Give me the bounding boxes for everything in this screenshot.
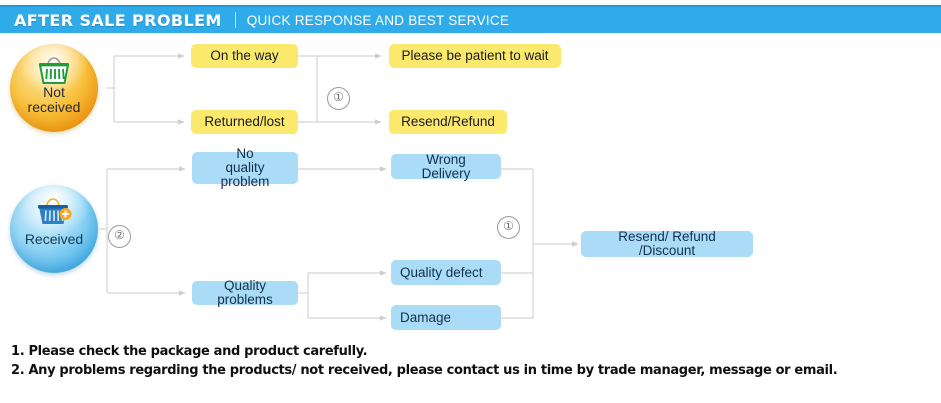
node-resend-refund-discount[interactable]: Resend/ Refund /Discount [581,230,753,258]
status-label-line1: Received [24,231,84,247]
footer-notes: 1. Please check the package and product … [11,342,931,380]
node-no-quality-problem-line1: No [236,146,254,161]
header-banner: AFTER SALE PROBLEM QUICK RESPONSE AND BE… [0,5,941,33]
node-damage[interactable]: Damage [391,305,501,330]
flow-diagram: Not received Received [0,33,941,338]
status-circle-received: Received [10,185,98,273]
status-circle-label: Received [25,232,83,273]
page-title: AFTER SALE PROBLEM [14,10,222,30]
connector-layer [100,53,579,321]
step-marker-one-top: ① [327,87,350,110]
node-resend-refund[interactable]: Resend/Refund [389,110,507,134]
node-please-be-patient-to-wait[interactable]: Please be patient to wait [389,44,561,68]
status-circle-label: Not received [28,85,81,132]
node-no-quality-problem-line2: quality problem [220,160,270,189]
step-marker-two-received: ② [108,225,131,248]
status-label-line1: Not [43,84,65,100]
shopping-basket-icon [36,56,72,91]
step-marker-one-received: ① [497,216,520,239]
node-no-quality-problem[interactable]: No quality problem [192,147,298,189]
status-label-line2: received [27,99,81,115]
footer-note-1: 1. Please check the package and product … [11,344,368,359]
node-on-the-way[interactable]: On the way [191,44,298,68]
header-divider [234,12,236,28]
footer-note-2: 2. Any problems regarding the products/ … [11,363,838,378]
shopping-basket-icon [34,197,74,234]
node-quality-defect[interactable]: Quality defect [391,260,501,285]
node-quality-problems[interactable]: Quality problems [192,279,298,307]
node-wrong-delivery[interactable]: Wrong Delivery [391,152,501,180]
node-returned-lost[interactable]: Returned/lost [191,110,298,134]
header-subtitle: QUICK RESPONSE AND BEST SERVICE [246,12,510,28]
status-circle-not-received: Not received [10,44,98,132]
